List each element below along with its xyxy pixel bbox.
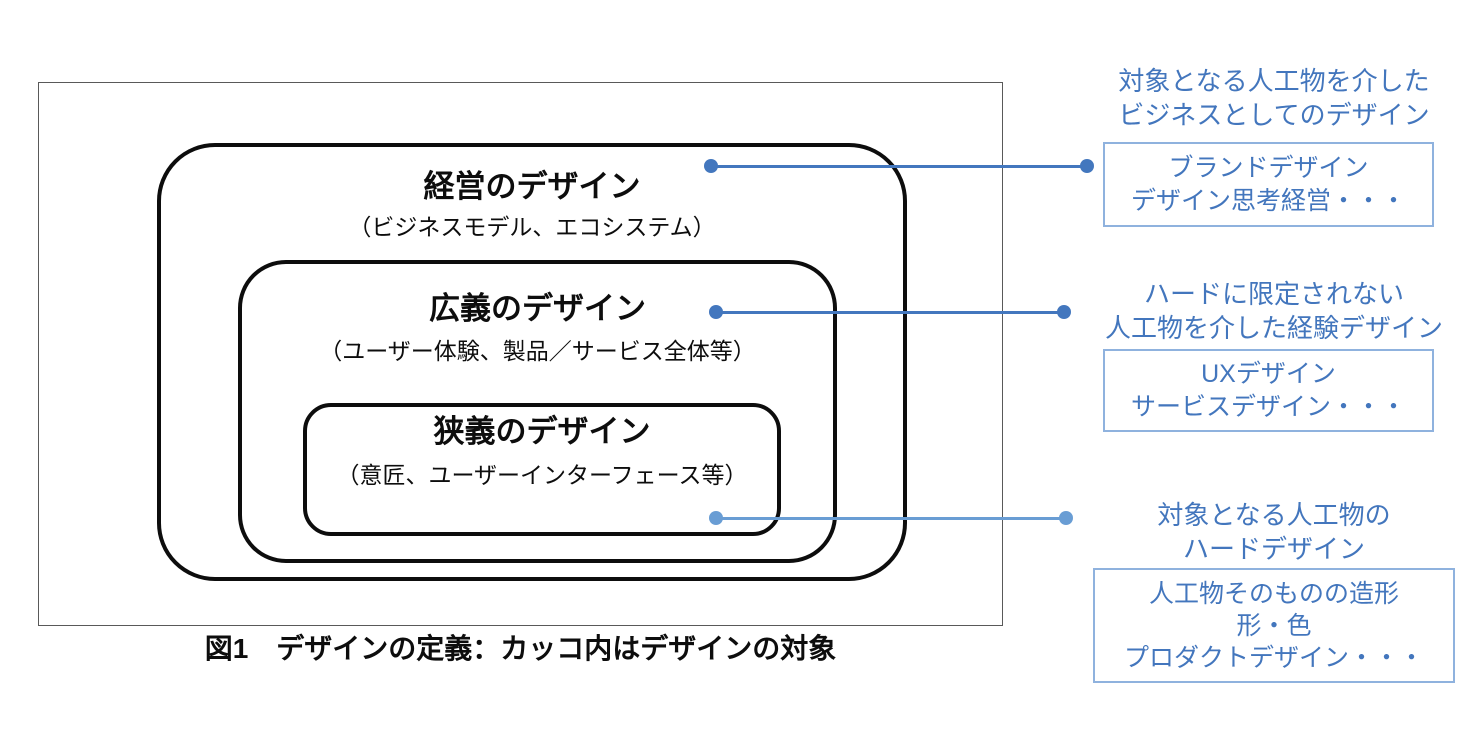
annotation-narrow-examples-box: 人工物そのものの造形 形・色 プロダクトデザイン・・・ — [1093, 568, 1455, 683]
ring-narrow-subtitle: （意匠、ユーザーインターフェース等） — [336, 462, 748, 488]
annotation-box-line: デザイン思考経営・・・ — [1130, 186, 1406, 215]
ring-broad-title: 広義のデザイン — [429, 291, 646, 326]
ring-narrow-design — [303, 403, 781, 536]
connector-dot-broad-end — [1057, 305, 1071, 319]
annotation-box-line: サービスデザイン・・・ — [1130, 392, 1406, 421]
annotation-box-line: 人工物そのものの造形 — [1148, 579, 1399, 608]
ring-broad-design — [238, 260, 837, 563]
annotation-broad-label: ハードに限定されない 人工物を介した経験デザイン — [1080, 277, 1468, 345]
connector-line-narrow — [716, 517, 1066, 520]
annotation-broad-label-line1: ハードに限定されない — [1143, 279, 1404, 309]
annotation-narrow-label-line1: 対象となる人工物の — [1157, 500, 1391, 530]
annotation-box-line: UXデザイン — [1201, 359, 1336, 388]
annotation-narrow-label-line2: ハードデザイン — [1182, 534, 1365, 564]
annotation-broad-label-line2: 人工物を介した経験デザイン — [1104, 313, 1443, 343]
annotation-box-line: プロダクトデザイン・・・ — [1123, 643, 1424, 672]
annotation-management-label-line1: 対象となる人工物を介した — [1118, 66, 1430, 96]
annotation-box-line: ブランドデザイン — [1168, 153, 1369, 182]
annotation-management-label-line2: ビジネスとしてのデザイン — [1118, 100, 1430, 130]
connector-line-broad — [716, 311, 1064, 314]
connector-dot-management-start — [704, 159, 718, 173]
ring-management-design — [157, 143, 907, 581]
connector-dot-narrow-start — [709, 511, 723, 525]
annotation-narrow-label: 対象となる人工物の ハードデザイン — [1085, 498, 1463, 566]
ring-broad-subtitle: （ユーザー体験、製品／サービス全体等） — [319, 338, 756, 364]
figure-caption: 図1 デザインの定義：カッコ内はデザインの対象 — [204, 633, 837, 664]
annotation-broad-examples-box: UXデザイン サービスデザイン・・・ — [1103, 349, 1434, 432]
ring-management-title: 経営のデザイン — [423, 169, 641, 204]
connector-dot-narrow-end — [1059, 511, 1073, 525]
connector-dot-management-end — [1080, 159, 1094, 173]
connector-line-management — [711, 165, 1087, 168]
annotation-management-label: 対象となる人工物を介した ビジネスとしてのデザイン — [1085, 64, 1463, 132]
ring-management-subtitle: （ビジネスモデル、エコシステム） — [348, 214, 716, 240]
ring-narrow-title: 狭義のデザイン — [433, 414, 651, 449]
connector-dot-broad-start — [709, 305, 723, 319]
annotation-box-line: 形・色 — [1236, 611, 1312, 640]
annotation-management-examples-box: ブランドデザイン デザイン思考経営・・・ — [1103, 142, 1434, 227]
